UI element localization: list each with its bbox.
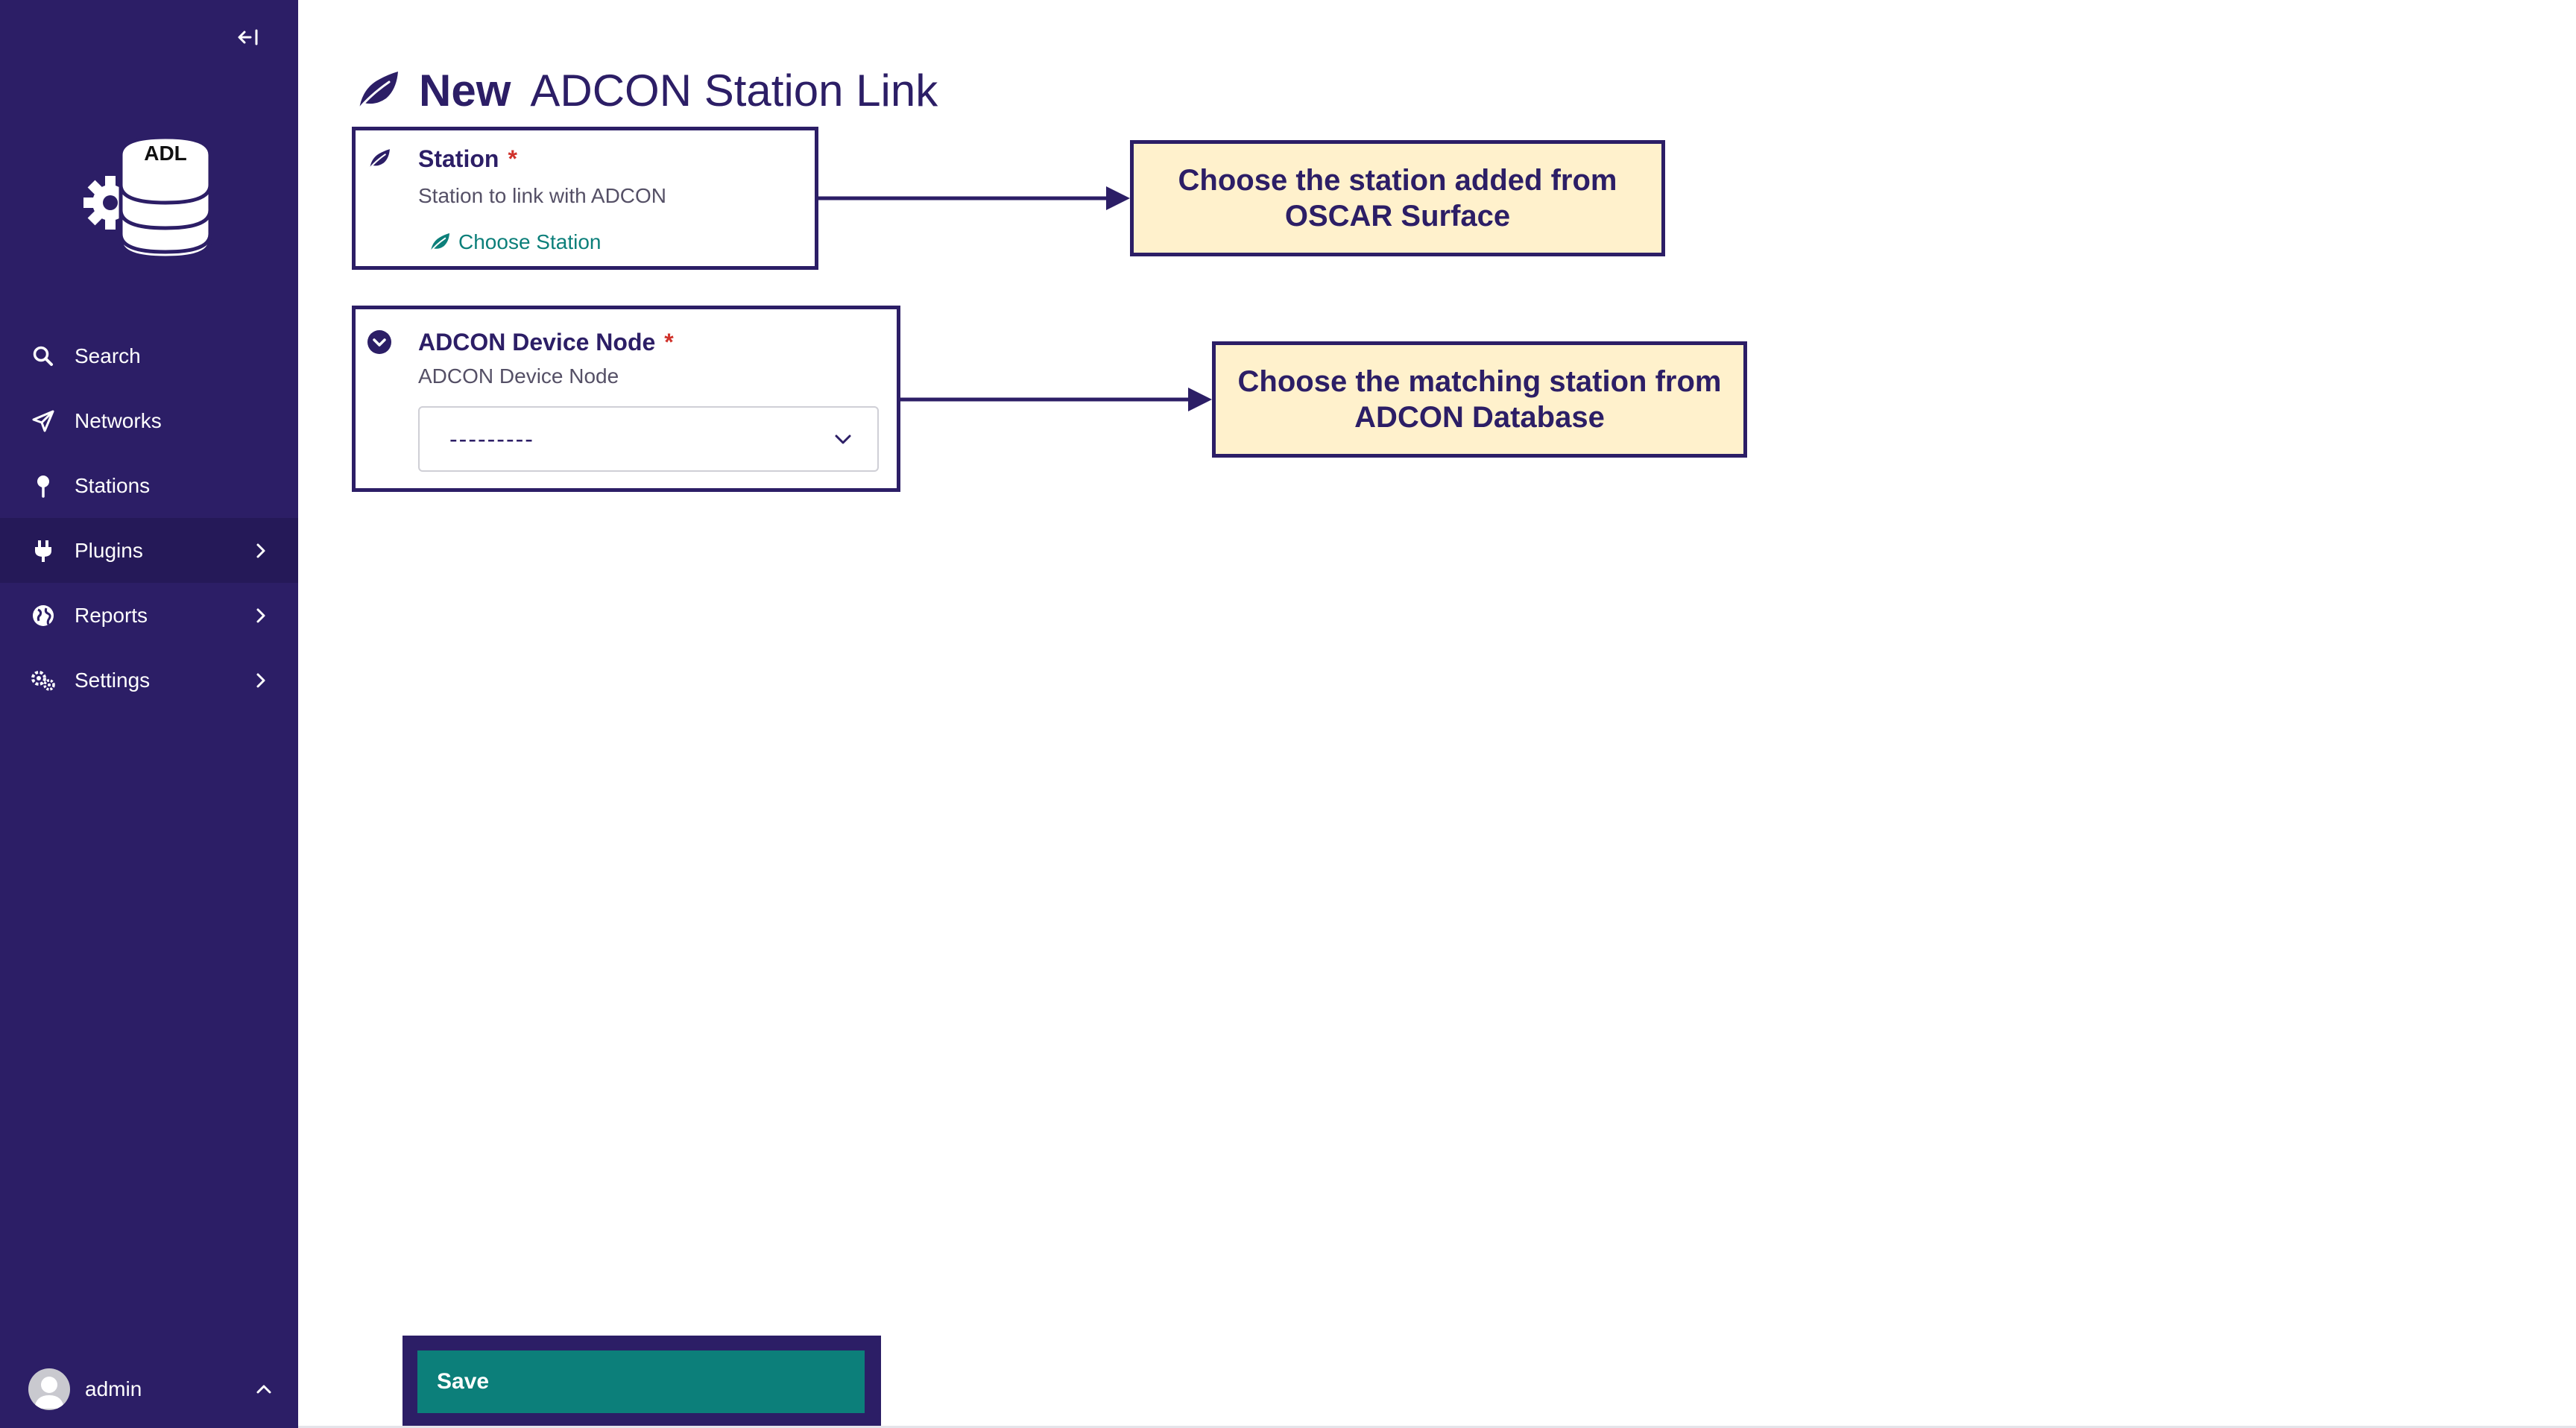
sidebar: ADL Search Networks Stations Plugins bbox=[0, 0, 298, 1428]
map-pin-icon bbox=[28, 471, 58, 501]
callout-station: Choose the station added from OSCAR Surf… bbox=[1130, 140, 1665, 256]
station-label-text: Station bbox=[418, 145, 499, 172]
sidebar-item-plugins[interactable]: Plugins bbox=[0, 518, 298, 583]
app-logo: ADL bbox=[83, 128, 218, 262]
collapse-sidebar-button[interactable] bbox=[236, 22, 262, 52]
logo-text: ADL bbox=[144, 142, 187, 165]
station-field: Station * Station to link with ADCON Choo… bbox=[352, 127, 818, 270]
sidebar-item-label: Search bbox=[75, 344, 141, 367]
page-title-action: New bbox=[419, 65, 511, 116]
chevron-right-icon bbox=[250, 605, 271, 626]
search-icon bbox=[28, 341, 58, 371]
cogs-icon bbox=[28, 666, 58, 695]
required-mark: * bbox=[664, 329, 674, 356]
collapse-left-icon bbox=[238, 29, 258, 45]
station-help-text: Station to link with ADCON bbox=[418, 184, 667, 207]
sidebar-item-settings[interactable]: Settings bbox=[0, 648, 298, 713]
page-title: New ADCON Station Link bbox=[355, 64, 938, 116]
chevron-up-icon bbox=[253, 1379, 274, 1400]
arrowhead-adcon bbox=[1188, 388, 1212, 411]
arrowhead-station bbox=[1106, 186, 1130, 210]
chevron-right-icon bbox=[250, 670, 271, 691]
sidebar-item-label: Networks bbox=[75, 408, 162, 432]
sidebar-item-label: Settings bbox=[75, 668, 151, 692]
avatar bbox=[28, 1368, 70, 1410]
sidebar-item-reports[interactable]: Reports bbox=[0, 583, 298, 648]
page-title-model: ADCON Station Link bbox=[530, 65, 938, 116]
sidebar-nav: Search Networks Stations Plugins bbox=[0, 323, 298, 713]
station-label: Station * bbox=[418, 145, 517, 173]
chevron-down-icon bbox=[831, 427, 855, 451]
leaf-icon bbox=[366, 145, 393, 172]
callout-adcon: Choose the matching station from ADCON D… bbox=[1212, 341, 1747, 458]
chevron-circle-down-icon bbox=[366, 329, 393, 356]
sidebar-item-label: Plugins bbox=[75, 538, 143, 562]
required-mark: * bbox=[508, 145, 517, 172]
choose-station-link[interactable]: Choose Station bbox=[429, 230, 601, 254]
adcon-node-label: ADCON Device Node * bbox=[418, 329, 674, 356]
globe-icon bbox=[28, 601, 58, 631]
sidebar-item-stations[interactable]: Stations bbox=[0, 453, 298, 518]
chevron-right-icon bbox=[250, 540, 271, 561]
adcon-node-selected-value: --------- bbox=[449, 425, 534, 452]
send-icon bbox=[28, 406, 58, 436]
save-button[interactable]: Save bbox=[417, 1350, 865, 1413]
user-name: admin bbox=[85, 1377, 142, 1400]
adcon-device-node-field: ADCON Device Node * ADCON Device Node ---… bbox=[352, 306, 900, 492]
leaf-icon bbox=[356, 72, 398, 112]
user-menu[interactable]: admin bbox=[28, 1368, 274, 1410]
choose-station-label: Choose Station bbox=[458, 230, 602, 253]
sidebar-item-networks[interactable]: Networks bbox=[0, 388, 298, 453]
plug-icon bbox=[28, 536, 58, 566]
sidebar-item-search[interactable]: Search bbox=[0, 323, 298, 388]
sidebar-item-label: Stations bbox=[75, 473, 151, 497]
adcon-node-help-text: ADCON Device Node bbox=[418, 364, 619, 388]
sidebar-item-label: Reports bbox=[75, 603, 148, 627]
adcon-node-select[interactable]: --------- bbox=[418, 406, 879, 472]
save-bar: Save bbox=[402, 1336, 881, 1428]
bottom-divider bbox=[298, 1426, 2576, 1428]
adcon-node-label-text: ADCON Device Node bbox=[418, 329, 656, 356]
leaf-icon bbox=[429, 233, 450, 253]
